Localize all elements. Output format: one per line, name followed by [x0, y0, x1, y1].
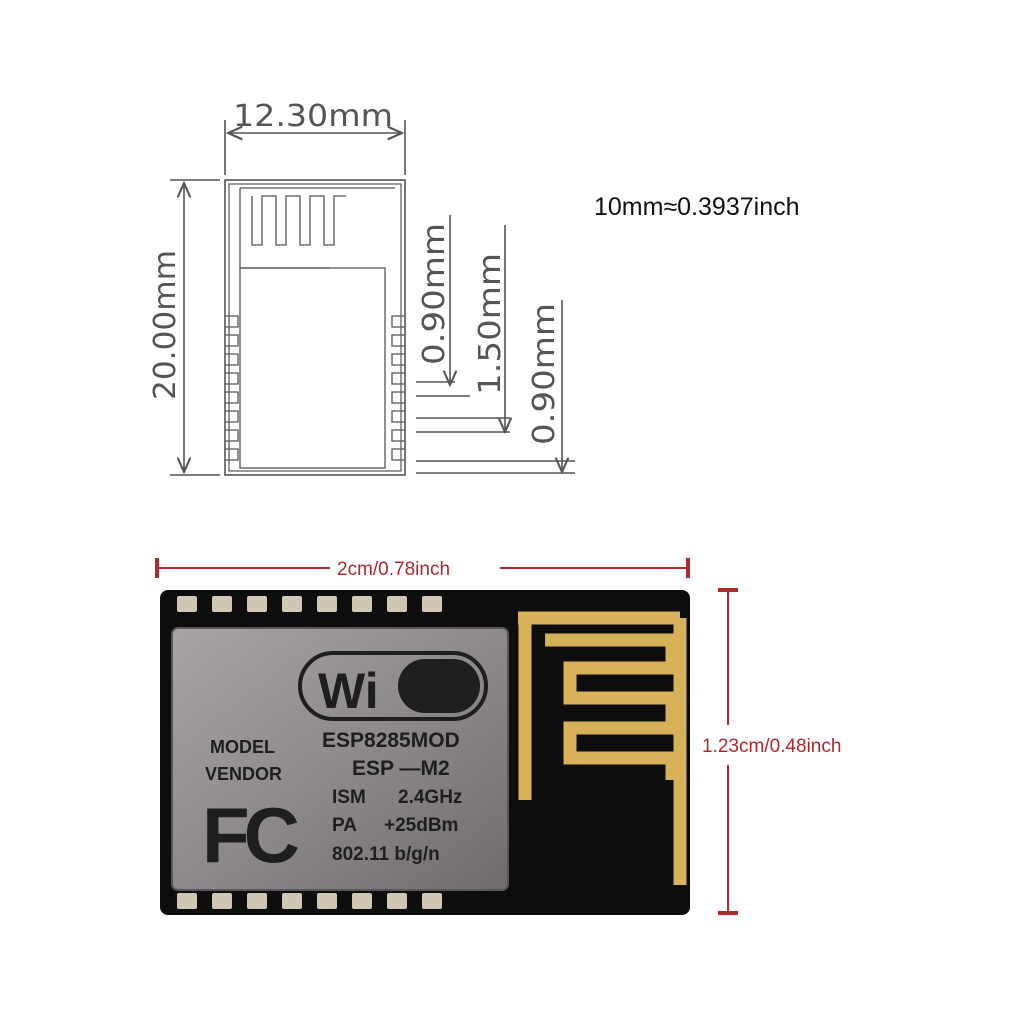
drawing-pad-right — [391, 391, 405, 404]
castellated-pad-top — [317, 596, 337, 612]
height-label: 20.00mm — [148, 250, 183, 400]
pcb-antenna — [518, 611, 687, 885]
castellated-pad-top — [387, 596, 407, 612]
castellated-pad-top — [247, 596, 267, 612]
width-label: 12.30mm — [233, 99, 393, 134]
castellated-pad-bottom — [317, 893, 337, 909]
castellated-pad-top — [212, 596, 232, 612]
drawing-pad-left — [225, 391, 239, 404]
drawing-pad-left — [225, 448, 239, 461]
castellated-pad-top — [422, 596, 442, 612]
drawing-pad-right — [391, 353, 405, 366]
wifi-logo-wi: Wi — [318, 663, 379, 719]
chip-line-1: ESP8285MOD — [322, 729, 460, 752]
wifi-logo-fi: Fi — [410, 663, 454, 719]
drawing-pad-left — [225, 429, 239, 442]
pitch-label-2: 1.50mm — [473, 253, 508, 395]
chip-line-3-right: 2.4GHz — [398, 787, 462, 808]
pitch-label-1: 0.90mm — [417, 223, 452, 365]
top-pads — [177, 596, 442, 612]
castellated-pad-bottom — [352, 893, 372, 909]
drawing-pad-right — [391, 448, 405, 461]
drawing-pad-right — [391, 429, 405, 442]
vendor-label: VENDOR — [205, 764, 282, 784]
shield-outline — [239, 267, 386, 469]
fc-mark: FC — [202, 791, 299, 879]
left-pads — [225, 315, 239, 461]
drawing-pad-right — [391, 315, 405, 328]
conversion-note: 10mm≈0.3937inch — [594, 193, 800, 221]
castellated-pad-bottom — [212, 893, 232, 909]
castellated-pad-top — [352, 596, 372, 612]
chip-line-2: ESP —M2 — [352, 757, 450, 780]
chip-line-5: 802.11 b/g/n — [332, 844, 440, 865]
castellated-pad-bottom — [387, 893, 407, 909]
chip-line-3-left: ISM — [332, 787, 366, 808]
castellated-pad-bottom — [177, 893, 197, 909]
castellated-pad-top — [282, 596, 302, 612]
drawing-pad-right — [391, 410, 405, 423]
drawing-pad-right — [391, 372, 405, 385]
drawing-pad-left — [225, 334, 239, 347]
castellated-pad-bottom — [247, 893, 267, 909]
right-pads — [391, 315, 405, 461]
chip-line-4-right: +25dBm — [384, 815, 458, 836]
wifi-logo — [298, 651, 488, 721]
castellated-pad-top — [177, 596, 197, 612]
drawing-pad-left — [225, 315, 239, 328]
drawing-pad-left — [225, 372, 239, 385]
photo-height-label: 1.23cm/0.48inch — [702, 736, 841, 757]
bottom-pads — [177, 893, 442, 909]
model-label: MODEL — [210, 737, 275, 757]
pitch-label-3: 0.90mm — [527, 303, 562, 445]
drawing-pad-left — [225, 410, 239, 423]
drawing-pad-right — [391, 334, 405, 347]
chip-line-4-left: PA — [332, 815, 357, 836]
drawing-pad-left — [225, 353, 239, 366]
castellated-pad-bottom — [282, 893, 302, 909]
castellated-pad-bottom — [422, 893, 442, 909]
photo-width-label: 2cm/0.78inch — [337, 559, 450, 580]
